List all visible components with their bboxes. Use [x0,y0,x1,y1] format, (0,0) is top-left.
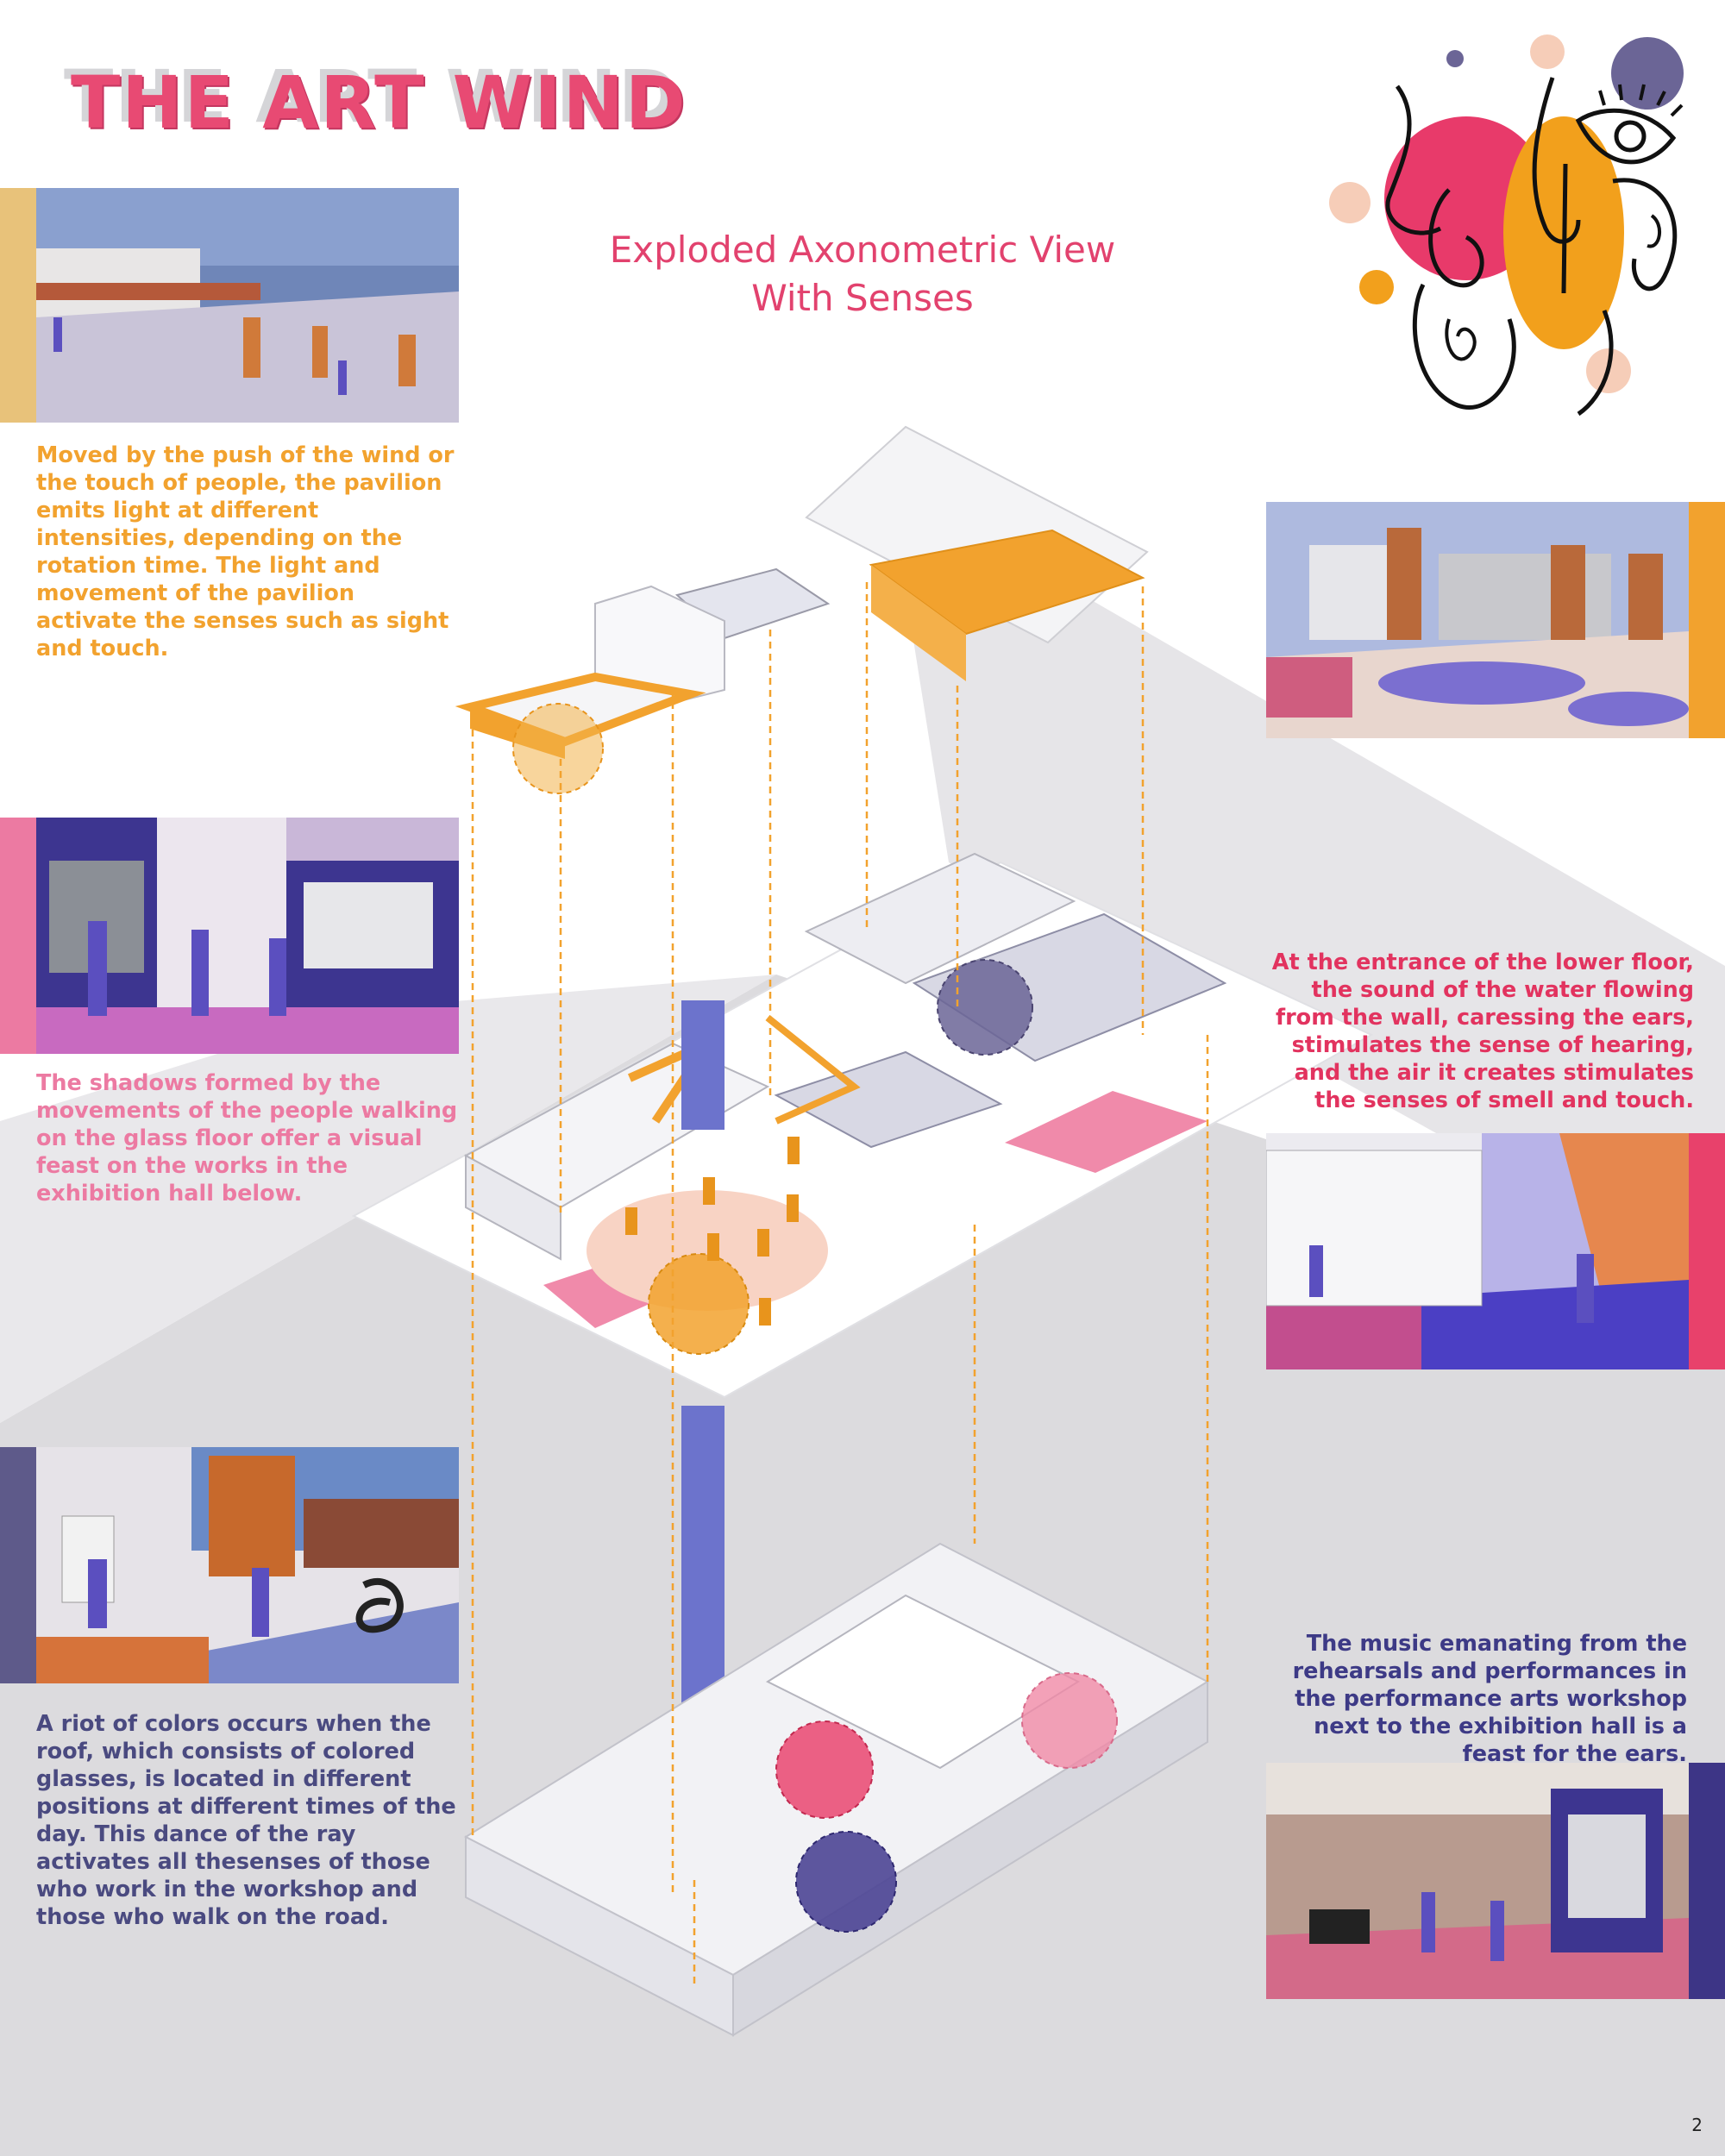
sense-circle-icon [648,1253,750,1355]
roof-colors-caption: A riot of colors occurs when the roof, w… [36,1711,456,1930]
page-title: THE ART WIND [71,60,687,145]
pavilion-caption: Moved by the push of the wind or the tou… [36,442,455,661]
page-number: 2 [1691,2115,1703,2135]
glass-floor-shadows-photo [36,818,459,1054]
face-senses-logo-icon [1329,34,1684,417]
subtitle-line-1: Exploded Axonometric View [609,229,1116,271]
sense-circle-icon [775,1720,874,1819]
subtitle-line-2: With Senses [751,277,974,319]
shadows-caption: The shadows formed by the movements of t… [36,1070,458,1206]
pavilion-sculptures [625,1137,800,1326]
sense-circle-icon [1021,1672,1118,1769]
sense-circle-icon [937,959,1033,1056]
orange-perforated-roof [869,529,1145,636]
sense-circle-icon [512,703,604,794]
projection-lines [471,582,1209,1984]
accent-bar-indigo [1689,1763,1725,1999]
sense-circle-icon [795,1831,897,1933]
music-caption: The music emanating from the rehearsals … [1292,1631,1687,1767]
middle-right-room [804,852,1076,985]
accent-bar-orange [1689,502,1725,738]
accent-bar-gold [0,188,36,423]
pavilion-plaza-photo [1266,502,1689,738]
water-caption: At the entrance of the lower floor, the … [1271,950,1694,1113]
accent-bar-red [1689,1133,1725,1369]
pavilion-render-photo [36,188,459,423]
performance-workshop-photo [1266,1763,1689,1999]
pink-seating-right [1005,1091,1208,1173]
workshop-colored-roof-photo [36,1447,459,1683]
orange-roof-side [871,565,966,681]
accent-bar-navy [0,1447,36,1683]
accent-bar-pink [0,818,36,1054]
water-wall-entrance-photo [1266,1133,1689,1369]
diagram-subtitle: Exploded Axonometric View With Senses [518,226,1208,323]
